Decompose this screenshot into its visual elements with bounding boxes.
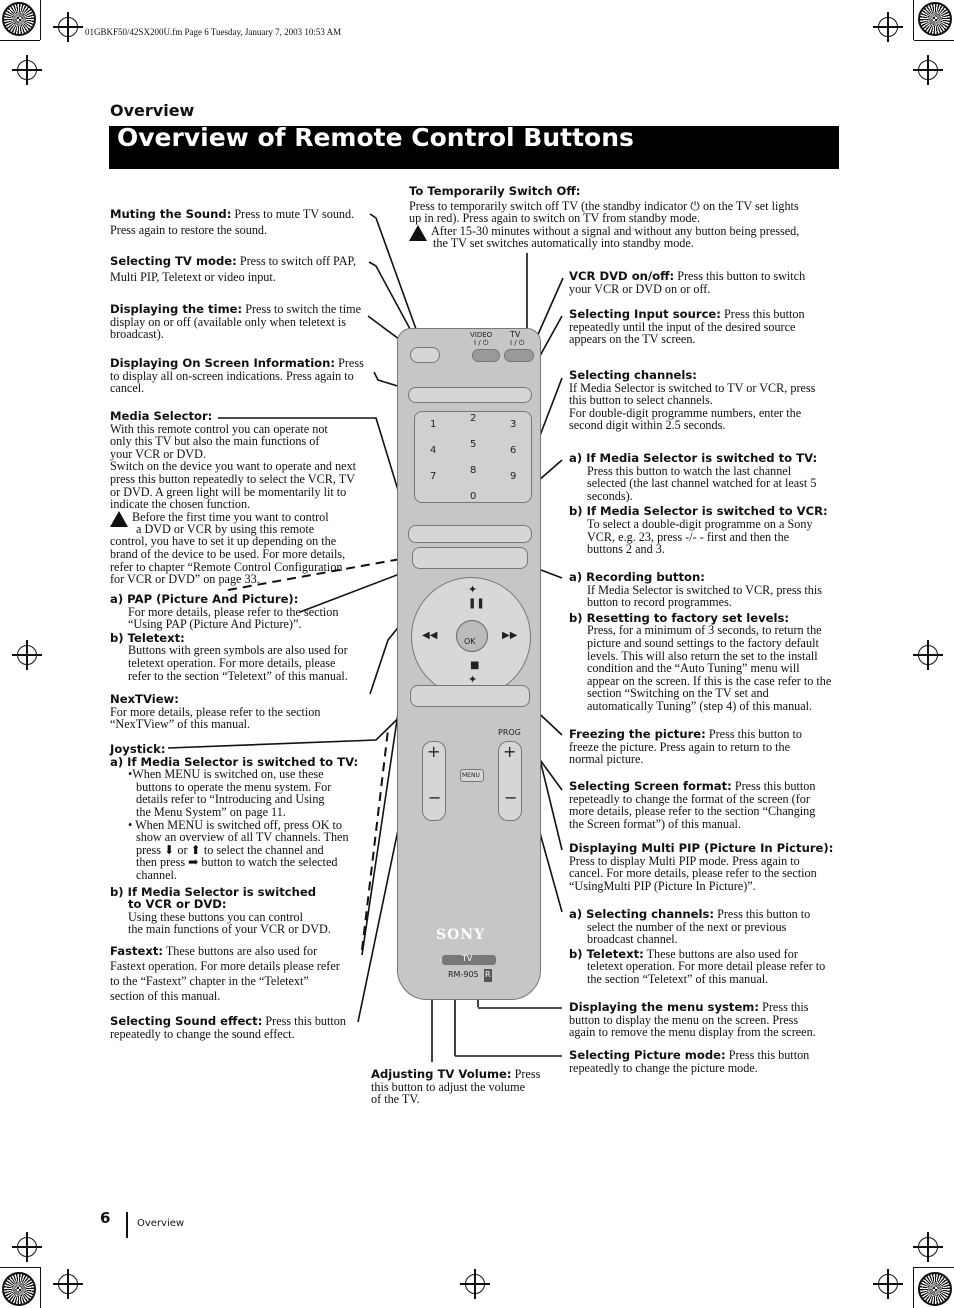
recording-block: a) Recording button: If Media Selector i…	[569, 570, 832, 713]
warning-icon	[409, 224, 427, 241]
footer-label: Overview	[137, 1218, 185, 1229]
registration-mark-icon	[53, 1269, 83, 1299]
prog-label: PROG	[498, 728, 521, 737]
minus-icon: −	[504, 788, 518, 807]
switch-off-block: To Temporarily Switch Off: Press to temp…	[409, 184, 800, 250]
pause-icon: ❚❚	[468, 598, 485, 609]
time-block: Displaying the time: Press to switch the…	[110, 302, 361, 342]
muting-block: Muting the Sound: Press to mute TV sound…	[110, 207, 355, 237]
model-badge: R	[484, 969, 492, 982]
digit-6[interactable]: 6	[510, 445, 517, 456]
video-label: VIDEO	[470, 331, 493, 339]
registration-rosette-icon	[918, 1272, 952, 1306]
registration-mark-icon	[913, 1232, 943, 1262]
digit-3[interactable]: 3	[510, 419, 517, 430]
pap-block: a) PAP (Picture And Picture): For more d…	[110, 592, 348, 683]
registration-mark-icon	[53, 12, 83, 42]
section-heading: Overview	[110, 101, 195, 120]
input-source-block: Selecting Input source: Press this butto…	[569, 307, 805, 347]
digit-4[interactable]: 4	[430, 445, 437, 456]
digit-1[interactable]: 1	[430, 419, 437, 430]
arrow-down-icon: ⬇	[164, 842, 175, 857]
digit-8[interactable]: 8	[470, 465, 477, 476]
remote-control: VIDEO TV I / ⏻ I / ⏻ 1 2 3 4 5 6 7 8 9 0…	[397, 328, 541, 1000]
program-rocker[interactable]: + −	[498, 741, 522, 821]
digit-7[interactable]: 7	[430, 471, 437, 482]
registration-rosette-icon	[2, 1272, 36, 1306]
registration-mark-icon	[460, 1269, 490, 1299]
menu-button[interactable]: MENU	[460, 769, 484, 782]
plus-icon: +	[503, 742, 517, 761]
fastext-block: Fastext: These buttons are also used for…	[110, 944, 340, 1003]
registration-mark-icon	[12, 640, 42, 670]
minus-icon: −	[428, 788, 442, 807]
video-power-glyph: I / ⏻	[474, 339, 489, 347]
function-row[interactable]	[408, 387, 532, 403]
plus-icon: +	[427, 742, 441, 761]
digit-0[interactable]: 0	[470, 491, 477, 502]
title-bar: Overview of Remote Control Buttons	[109, 125, 839, 169]
joystick-down-icon: ✦	[468, 673, 478, 686]
osd-block: Displaying On Screen Information: Press …	[110, 356, 364, 396]
numeric-keypad	[414, 411, 532, 503]
file-header: 01GBKF50/42SX200U.fm Page 6 Tuesday, Jan…	[85, 27, 342, 37]
tv-power-button[interactable]	[504, 349, 534, 362]
mute-button[interactable]	[410, 347, 440, 363]
digit-9[interactable]: 9	[510, 471, 517, 482]
digit-5[interactable]: 5	[470, 439, 477, 450]
registration-mark-icon	[12, 55, 42, 85]
menu-label: MENU	[462, 772, 480, 779]
pap-teletext-row[interactable]	[412, 547, 528, 569]
power-icon: ⏻	[690, 198, 700, 213]
channels-block: Selecting channels: If Media Selector is…	[569, 368, 816, 433]
registration-mark-icon	[12, 1232, 42, 1262]
registration-rosette-icon	[2, 2, 36, 36]
joystick[interactable]: OK ✦ ❚❚ ■ ✦ ◀◀ ▶▶	[411, 577, 531, 697]
select-channels-2-block: a) Selecting channels: Press this button…	[569, 907, 826, 986]
tv-mode-block: Selecting TV mode: Press to switch off P…	[110, 254, 356, 284]
tv-mode-badge: TV	[442, 954, 496, 965]
brand-logo: SONY	[436, 927, 486, 943]
selector-tv-block: a) If Media Selector is switched to TV: …	[569, 451, 828, 557]
digit-2[interactable]: 2	[470, 413, 477, 424]
tv-label: TV	[510, 330, 521, 339]
tv-mode-label: TV	[462, 954, 473, 963]
volume-rocker[interactable]: + −	[422, 741, 446, 821]
freeze-block: Freezing the picture: Press this button …	[569, 727, 802, 767]
nextview-block: NexTView: For more details, please refer…	[110, 692, 321, 732]
model-number: RM-905	[448, 970, 479, 979]
registration-mark-icon	[913, 640, 943, 670]
rewind-icon: ◀◀	[422, 630, 438, 641]
sound-effect-block: Selecting Sound effect: Press this butto…	[110, 1014, 346, 1041]
footer-divider	[126, 1212, 128, 1238]
joystick-block: Joystick: a) If Media Selector is switch…	[110, 742, 359, 937]
menu-system-block: Displaying the menu system: Press this b…	[569, 1000, 816, 1040]
registration-rosette-icon	[918, 2, 952, 36]
picture-mode-block: Selecting Picture mode: Press this butto…	[569, 1048, 810, 1075]
stop-icon: ■	[470, 660, 480, 671]
registration-mark-icon	[873, 12, 903, 42]
page-number: 6	[100, 1209, 111, 1227]
vcr-dvd-block: VCR DVD on/off: Press this button to swi…	[569, 269, 806, 296]
screen-format-block: Selecting Screen format: Press this butt…	[569, 779, 816, 831]
multi-pip-block: Displaying Multi PIP (Picture In Picture…	[569, 841, 834, 893]
fastext-row[interactable]	[410, 685, 530, 707]
media-selector-row[interactable]	[408, 525, 532, 543]
joystick-up-icon: ✦	[468, 583, 478, 596]
arrow-up-icon: ⬆	[190, 842, 201, 857]
video-power-button[interactable]	[472, 349, 500, 362]
registration-mark-icon	[913, 55, 943, 85]
ok-label: OK	[464, 637, 476, 646]
volume-block: Adjusting TV Volume: Press this button t…	[371, 1067, 541, 1107]
registration-mark-icon	[873, 1269, 903, 1299]
tv-power-glyph: I / ⏻	[510, 339, 525, 347]
arrow-right-icon: ➡	[188, 855, 199, 870]
warning-icon	[110, 510, 128, 527]
ok-button[interactable]: OK	[456, 620, 488, 652]
media-selector-block: Media Selector: With this remote control…	[110, 409, 357, 587]
fast-forward-icon: ▶▶	[502, 630, 518, 641]
